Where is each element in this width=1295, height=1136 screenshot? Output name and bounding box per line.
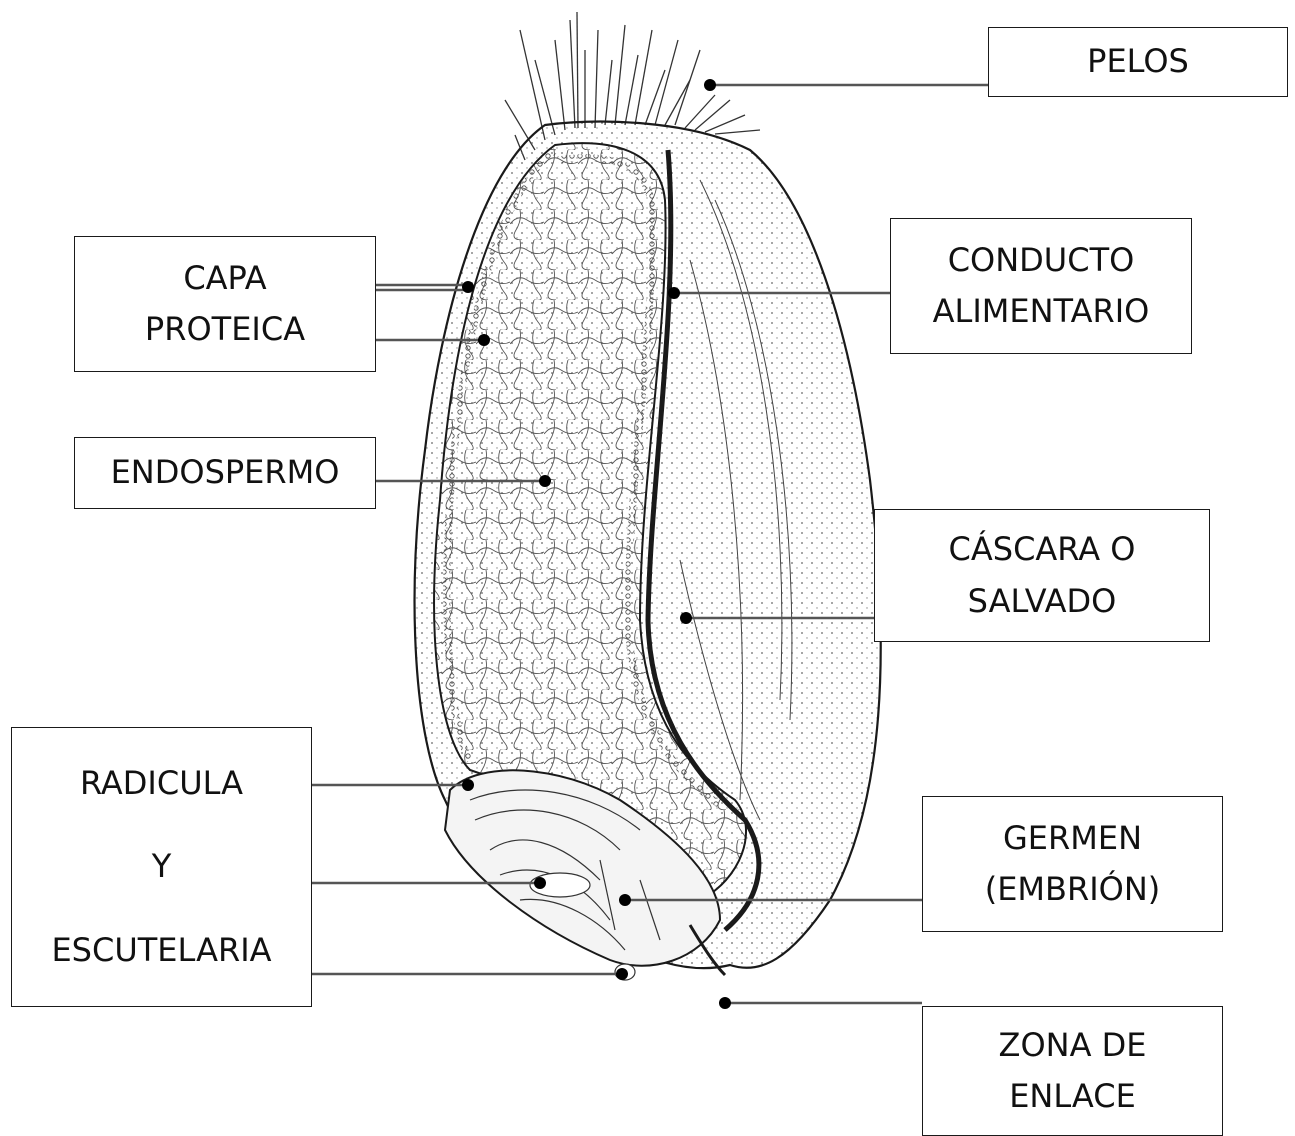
label-cascara-salvado: CÁSCARA O SALVADO: [874, 509, 1210, 642]
label-germen-line-1: GERMEN: [1003, 813, 1142, 864]
dot-conducto: [668, 287, 680, 299]
dot-cascara: [680, 612, 692, 624]
label-pelos-text: PELOS: [1087, 36, 1189, 87]
label-radicula-line-2: Y: [152, 841, 172, 892]
label-endospermo: ENDOSPERMO: [74, 437, 376, 509]
label-zona-line-2: ENLACE: [1009, 1071, 1136, 1122]
dot-pelos: [704, 79, 716, 91]
label-cascara-line-1: CÁSCARA O: [949, 524, 1136, 575]
dot-radicula: [462, 779, 474, 791]
label-conducto-line-1: CONDUCTO: [948, 235, 1135, 286]
label-conducto-alimentario: CONDUCTO ALIMENTARIO: [890, 218, 1192, 354]
label-capa-proteica: CAPA PROTEICA: [74, 236, 376, 372]
dot-zona-enlace: [719, 997, 731, 1009]
label-endospermo-text: ENDOSPERMO: [111, 447, 340, 498]
label-zona-line-1: ZONA DE: [999, 1020, 1147, 1071]
label-radicula-line-1: RADICULA: [80, 758, 243, 809]
dot-capa-inner: [478, 334, 490, 346]
label-capa-line-1: CAPA: [183, 253, 266, 304]
label-radicula-line-3: ESCUTELARIA: [51, 925, 271, 976]
dot-escutelaria-2: [616, 968, 628, 980]
label-radicula-escutelaria: RADICULA Y ESCUTELARIA: [11, 727, 312, 1007]
label-germen-embrion: GERMEN (EMBRIÓN): [922, 796, 1223, 932]
label-zona-enlace: ZONA DE ENLACE: [922, 1006, 1223, 1136]
dot-escutelaria-1: [534, 877, 546, 889]
label-pelos: PELOS: [988, 27, 1288, 97]
label-cascara-line-2: SALVADO: [968, 576, 1117, 627]
dot-germen: [619, 894, 631, 906]
label-conducto-line-2: ALIMENTARIO: [933, 286, 1150, 337]
dot-capa-outer: [462, 281, 474, 293]
label-germen-line-2: (EMBRIÓN): [985, 864, 1161, 915]
dot-endospermo: [539, 475, 551, 487]
label-capa-line-2: PROTEICA: [145, 304, 305, 355]
